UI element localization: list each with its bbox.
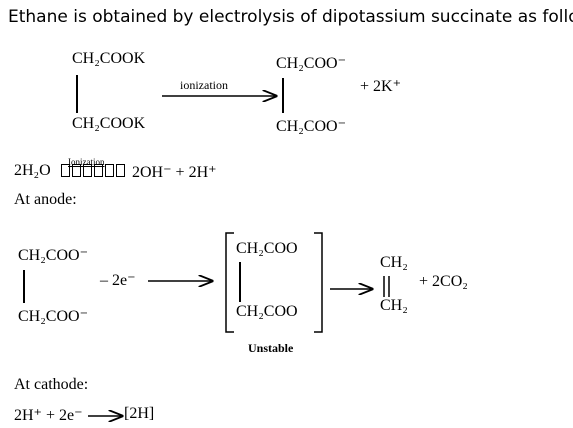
cathode-equation-right: [2H] — [124, 405, 155, 422]
right-bracket — [314, 232, 323, 333]
box-glyph — [83, 164, 92, 177]
unstable-label: Unstable — [248, 341, 294, 355]
electron-loss: – 2e⁻ — [100, 272, 136, 289]
bracket-bottom: CH₂COO — [236, 303, 298, 320]
product-bottom: CH₂COO⁻ — [276, 118, 347, 135]
anode-label: At anode: — [14, 191, 77, 208]
water-arrow-label: Ionization — [68, 157, 105, 167]
product-top: CH₂COO⁻ — [276, 55, 347, 72]
ethene-bottom: CH₂ — [380, 297, 408, 314]
cathode-label: At cathode: — [14, 376, 89, 393]
water-reactant: 2H₂O — [14, 162, 51, 179]
left-bracket — [225, 232, 234, 333]
reactant-top: CH₂COOK — [72, 50, 146, 67]
arrow-label-ionization: ionization — [180, 78, 228, 92]
page-title: Ethane is obtained by electrolysis of di… — [8, 7, 573, 27]
potassium-ions: + 2K⁺ — [360, 78, 402, 95]
arrow-box-glyphs — [60, 161, 126, 180]
reactant-bottom: CH₂COOK — [72, 115, 146, 132]
box-glyph — [116, 164, 125, 177]
water-products: 2OH⁻ + 2H⁺ — [132, 164, 217, 181]
anode-reactant-bottom: CH₂COO⁻ — [18, 308, 89, 325]
ethene-top: CH₂ — [380, 254, 408, 271]
box-glyph — [61, 164, 70, 177]
box-glyph — [105, 164, 114, 177]
bracket-top: CH₂COO — [236, 240, 298, 257]
anode-reactant-top: CH₂COO⁻ — [18, 247, 89, 264]
box-glyph — [72, 164, 81, 177]
box-glyph — [94, 164, 103, 177]
co2-product: + 2CO₂ — [419, 273, 468, 290]
cathode-equation-left: 2H⁺ + 2e⁻ — [14, 407, 83, 424]
